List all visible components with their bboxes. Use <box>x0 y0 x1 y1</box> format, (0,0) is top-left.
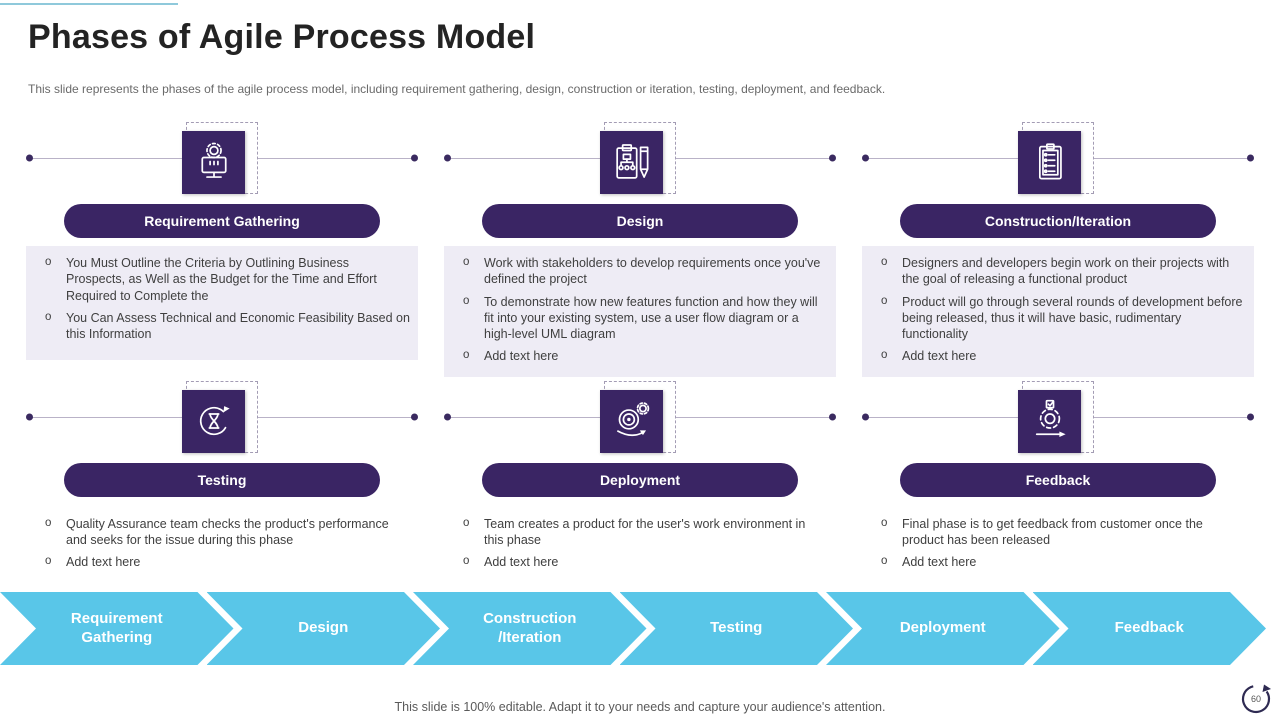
sprint-gauge-icon <box>600 389 663 453</box>
page-title: Phases of Agile Process Model <box>28 18 536 56</box>
phase-title-pill: Requirement Gathering <box>64 204 380 238</box>
connector-dot <box>829 413 836 420</box>
connector-dot <box>444 413 451 420</box>
clipboard-checklist-icon <box>1018 131 1081 194</box>
flow-step-testing: Testing <box>620 592 854 665</box>
phase-requirement-gathering: Requirement Gathering You Must Outline t… <box>26 118 418 377</box>
monitor-gear-icon <box>182 131 245 194</box>
icon-frame <box>1018 122 1094 194</box>
phase-bullets: Quality Assurance team checks the produc… <box>26 507 418 587</box>
icon-frame <box>182 122 258 194</box>
process-flow-arrows: Requirement Gathering Design Constructio… <box>0 592 1266 665</box>
bullet-item: To demonstrate how new features function… <box>448 294 828 343</box>
connector-dot <box>411 154 418 162</box>
connector-dot <box>444 154 451 162</box>
phase-deployment: Deployment Team creates a product for th… <box>444 377 836 587</box>
flow-step-construction-iteration: Construction /Iteration <box>413 592 647 665</box>
bullet-item: You Must Outline the Criteria by Outlini… <box>30 255 410 304</box>
bullet-item: Product will go through several rounds o… <box>866 294 1246 343</box>
bullet-item-placeholder[interactable]: Add text here <box>448 348 828 364</box>
phase-testing: Testing Quality Assurance team checks th… <box>26 377 418 587</box>
bullet-item-placeholder[interactable]: Add text here <box>30 554 410 570</box>
icon-frame <box>182 380 258 453</box>
bullet-item: Final phase is to get feedback from cust… <box>866 516 1246 549</box>
connector-dot <box>411 413 418 420</box>
top-accent-line <box>0 3 178 5</box>
phase-title-pill: Testing <box>64 462 380 497</box>
bullet-item: Quality Assurance team checks the produc… <box>30 516 410 549</box>
bullet-item-placeholder[interactable]: Add text here <box>448 554 828 570</box>
connector-dot <box>26 413 33 420</box>
footer-note: This slide is 100% editable. Adapt it to… <box>394 700 886 714</box>
phase-bullets: Designers and developers begin work on t… <box>862 246 1254 377</box>
flow-step-requirement-gathering: Requirement Gathering <box>0 592 234 665</box>
page-number: 60 <box>1251 694 1261 704</box>
connector-dot <box>862 413 869 420</box>
icon-frame <box>600 122 676 194</box>
phase-construction-iteration: Construction/Iteration Designers and dev… <box>862 118 1254 377</box>
hourglass-cycle-icon <box>182 389 245 453</box>
icon-row <box>862 118 1254 198</box>
phase-bullets: Work with stakeholders to develop requir… <box>444 246 836 377</box>
icon-frame <box>1018 380 1094 453</box>
gear-loop-check-icon <box>1018 389 1081 453</box>
icon-row <box>862 377 1254 457</box>
icon-row <box>26 118 418 198</box>
phase-design: Design Work with stakeholders to develop… <box>444 118 836 377</box>
phase-title-pill: Design <box>482 204 798 238</box>
bullet-item: Team creates a product for the user's wo… <box>448 516 828 549</box>
icon-frame <box>600 380 676 453</box>
flow-step-deployment: Deployment <box>826 592 1060 665</box>
flow-step-feedback: Feedback <box>1033 592 1267 665</box>
bullet-item-placeholder[interactable]: Add text here <box>866 348 1246 364</box>
connector-dot <box>1247 413 1254 420</box>
phase-bullets: Team creates a product for the user's wo… <box>444 507 836 587</box>
connector-dot <box>862 154 869 162</box>
icon-row <box>26 377 418 457</box>
connector-dot <box>829 154 836 162</box>
phase-bullets: Final phase is to get feedback from cust… <box>862 507 1254 587</box>
page-number-badge: 60 <box>1241 684 1271 714</box>
clipboard-flowchart-pencil-icon <box>600 131 663 194</box>
phase-bullets: You Must Outline the Criteria by Outlini… <box>26 246 418 360</box>
flow-step-design: Design <box>207 592 441 665</box>
phase-grid: Requirement Gathering You Must Outline t… <box>26 118 1254 587</box>
phase-title-pill: Feedback <box>900 462 1216 497</box>
connector-dot <box>1247 154 1254 162</box>
bullet-item: Work with stakeholders to develop requir… <box>448 255 828 288</box>
slide-subtitle: This slide represents the phases of the … <box>28 82 886 96</box>
bullet-item: You Can Assess Technical and Economic Fe… <box>30 310 410 343</box>
icon-row <box>444 377 836 457</box>
phase-title-pill: Deployment <box>482 462 798 497</box>
connector-dot <box>26 154 33 162</box>
bullet-item: Designers and developers begin work on t… <box>866 255 1246 288</box>
phase-title-pill: Construction/Iteration <box>900 204 1216 238</box>
bullet-item-placeholder[interactable]: Add text here <box>866 554 1246 570</box>
icon-row <box>444 118 836 198</box>
phase-feedback: Feedback Final phase is to get feedback … <box>862 377 1254 587</box>
